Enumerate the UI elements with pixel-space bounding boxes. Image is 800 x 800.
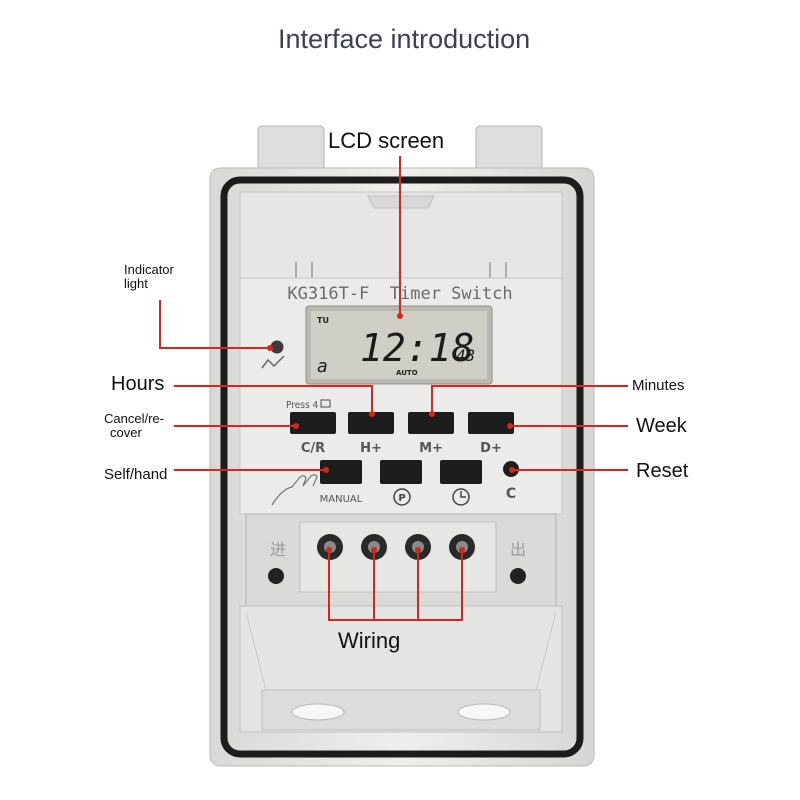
terminal-in-text: 进: [270, 540, 286, 559]
d-plus-button[interactable]: [468, 412, 514, 434]
reset-c-label: C: [506, 486, 516, 502]
clock-icon: [452, 488, 470, 506]
lcd-screen: [311, 311, 487, 379]
label-cancel-line2: cover: [110, 425, 142, 440]
m-plus-label: M+: [419, 441, 443, 456]
indicator-light: [270, 340, 284, 354]
lcd-day-text: TU: [317, 316, 329, 325]
label-minutes: Minutes: [632, 377, 685, 394]
lock-icon: [320, 399, 331, 408]
press4-label: Press 4: [286, 400, 318, 411]
label-cancel-recover: Cancel/re- cover: [104, 412, 164, 440]
lcd-mode-text: AUTO: [396, 369, 418, 377]
cable-hole-left: [291, 703, 345, 721]
page-title: Interface introduction: [278, 24, 531, 54]
lcd-time-text: 12:18: [360, 326, 474, 370]
cr-button[interactable]: [290, 412, 336, 434]
model-text: KG316T-F Timer Switch: [287, 284, 512, 304]
h-plus-button[interactable]: [348, 412, 394, 434]
label-indicator-line1: Indicator: [124, 262, 174, 277]
callout-lines: [159, 156, 628, 621]
lcd-left-digit: a: [317, 356, 328, 377]
m-plus-button[interactable]: [408, 412, 454, 434]
mount-hole-right: [510, 568, 526, 584]
label-self-hand: Self/hand: [104, 466, 168, 483]
label-cancel-line1: Cancel/re-: [104, 411, 164, 426]
hand-icon: [271, 474, 318, 506]
mount-hole-left: [268, 568, 284, 584]
d-plus-label: D+: [480, 441, 502, 456]
label-indicator-line2: light: [124, 276, 148, 291]
manual-button[interactable]: [320, 460, 362, 484]
indicator-symbol-icon: [261, 355, 285, 369]
label-wiring: Wiring: [338, 628, 401, 653]
callout-dots: [267, 313, 515, 553]
p-symbol-text: P: [398, 493, 405, 504]
gasket-ring: [220, 176, 584, 758]
cr-label: C/R: [301, 441, 325, 456]
program-button[interactable]: [380, 460, 422, 484]
label-hours: Hours: [111, 373, 165, 395]
label-indicator-light: Indicator light: [124, 263, 174, 291]
label-week: Week: [636, 415, 687, 437]
label-reset: Reset: [636, 460, 689, 482]
h-plus-label: H+: [360, 441, 382, 456]
clock-button[interactable]: [440, 460, 482, 484]
terminal-out-text: 出: [510, 540, 526, 559]
p-circle-icon: [393, 488, 411, 506]
label-lcd-screen: LCD screen: [328, 128, 445, 153]
lcd-seconds-text: 43: [456, 346, 475, 365]
cable-hole-right: [457, 703, 511, 721]
hinge-tab-left: [257, 125, 325, 175]
hinge-tab-right: [475, 125, 543, 175]
manual-label: MANUAL: [320, 494, 363, 505]
